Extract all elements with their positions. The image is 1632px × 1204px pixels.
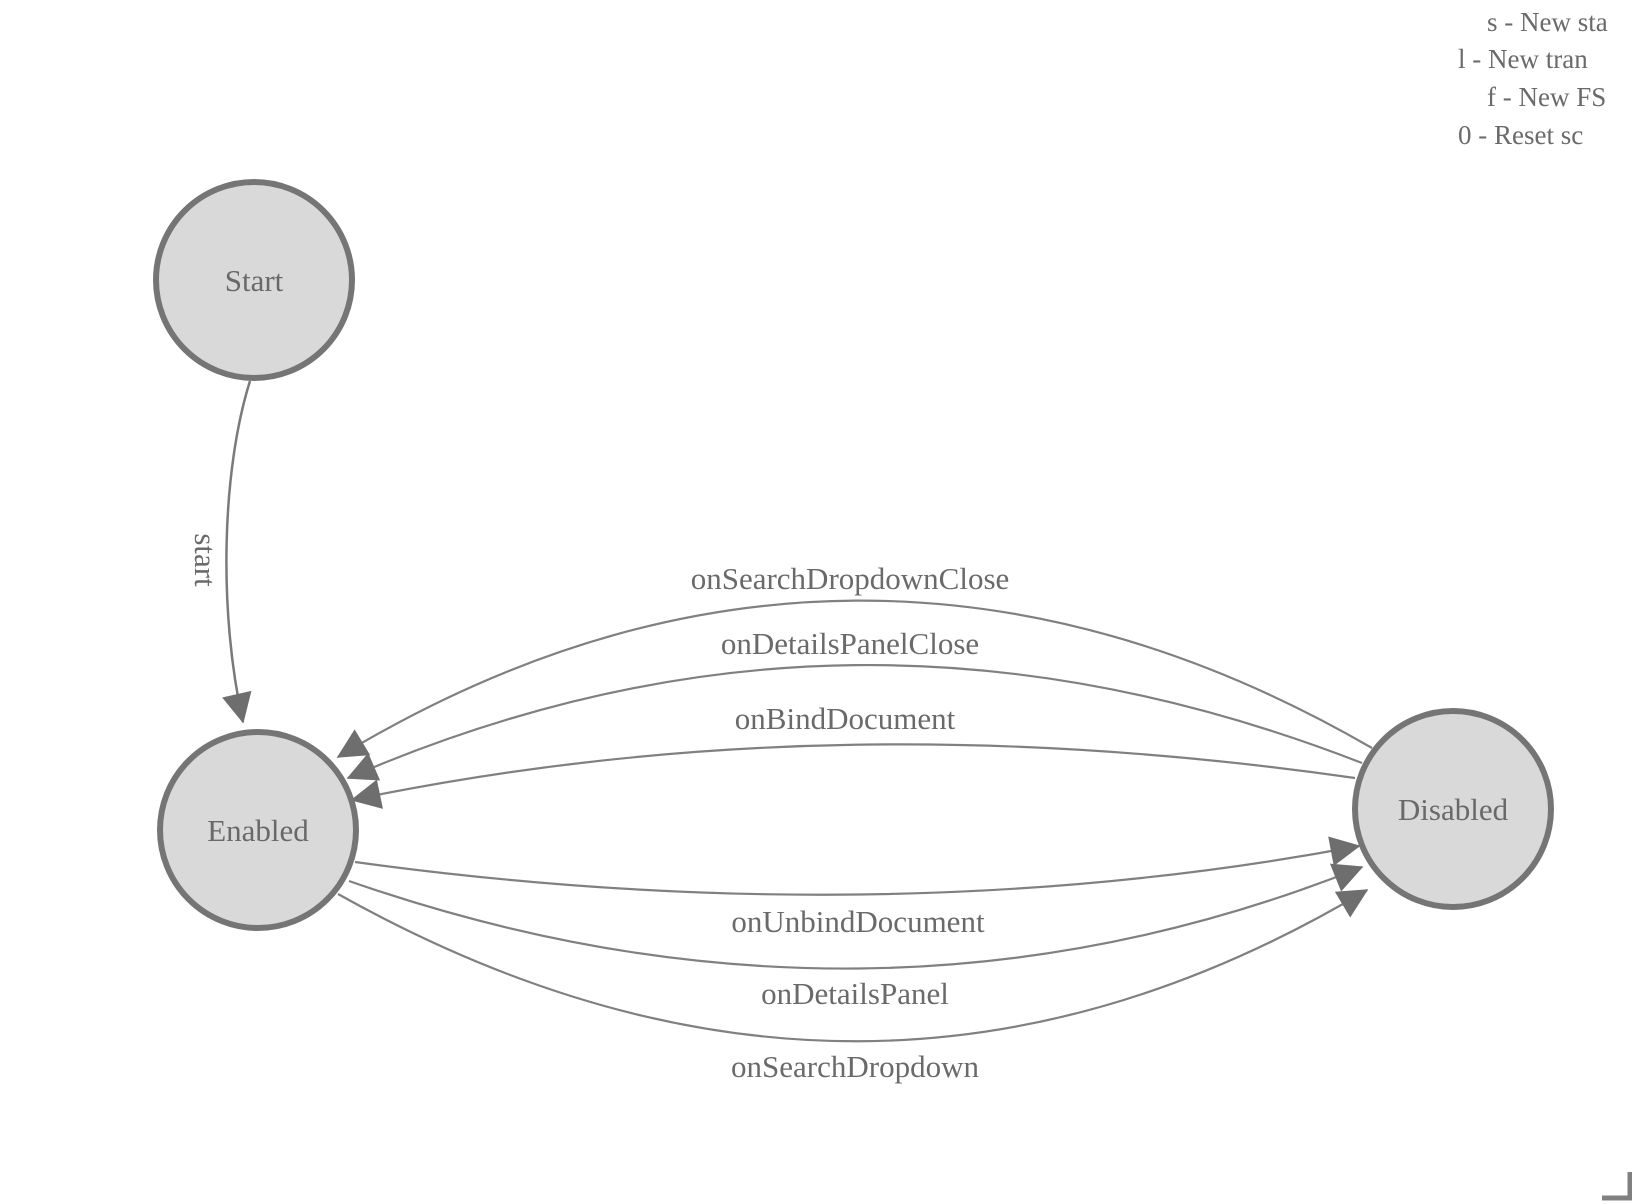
state-circle-enabled[interactable] — [157, 729, 359, 931]
state-node-disabled[interactable]: Disabled — [1352, 708, 1554, 910]
state-circle-disabled[interactable] — [1352, 708, 1554, 910]
transition-onBindDocument[interactable]: onBindDocument — [350, 701, 1356, 809]
transition-onSearchDropdown-line[interactable] — [337, 889, 1369, 1043]
transition-label-onSearchDropdownClose: onSearchDropdownClose — [691, 561, 1010, 596]
state-node-start[interactable]: Start — [153, 179, 355, 381]
transition-onDetailsPanelClose[interactable]: onDetailsPanelClose — [346, 626, 1363, 781]
transition-onDetailsPanel[interactable]: onDetailsPanel — [348, 863, 1364, 1011]
transition-label-onUnbindDocument: onUnbindDocument — [731, 904, 985, 939]
state-label-disabled: Disabled — [1398, 792, 1509, 827]
transition-onSearchDropdownClose-line[interactable] — [336, 599, 1373, 758]
canvas-corner-decoration — [1602, 1172, 1632, 1201]
transition-onSearchDropdownClose[interactable]: onSearchDropdownClose — [336, 561, 1373, 758]
transition-onUnbindDocument-line[interactable] — [354, 836, 1361, 896]
transition-label-onDetailsPanelClose: onDetailsPanelClose — [721, 626, 979, 661]
transition-onDetailsPanelClose-line[interactable] — [346, 663, 1363, 781]
transition-onSearchDropdown[interactable]: onSearchDropdown — [337, 889, 1369, 1084]
transition-start[interactable]: start — [188, 380, 252, 724]
transition-onDetailsPanel-line[interactable] — [348, 863, 1364, 970]
transition-onBindDocument-line[interactable] — [350, 743, 1356, 809]
transition-start-line[interactable] — [222, 380, 252, 724]
state-label-start: Start — [225, 263, 284, 298]
state-circle-start[interactable] — [153, 179, 355, 381]
transition-label-onBindDocument: onBindDocument — [735, 701, 956, 736]
transition-label-start: start — [188, 533, 223, 587]
transition-label-onSearchDropdown: onSearchDropdown — [731, 1049, 979, 1084]
state-label-enabled: Enabled — [207, 813, 309, 848]
transition-label-onDetailsPanel: onDetailsPanel — [761, 976, 949, 1011]
transition-onUnbindDocument[interactable]: onUnbindDocument — [354, 836, 1361, 939]
state-node-enabled[interactable]: Enabled — [157, 729, 359, 931]
